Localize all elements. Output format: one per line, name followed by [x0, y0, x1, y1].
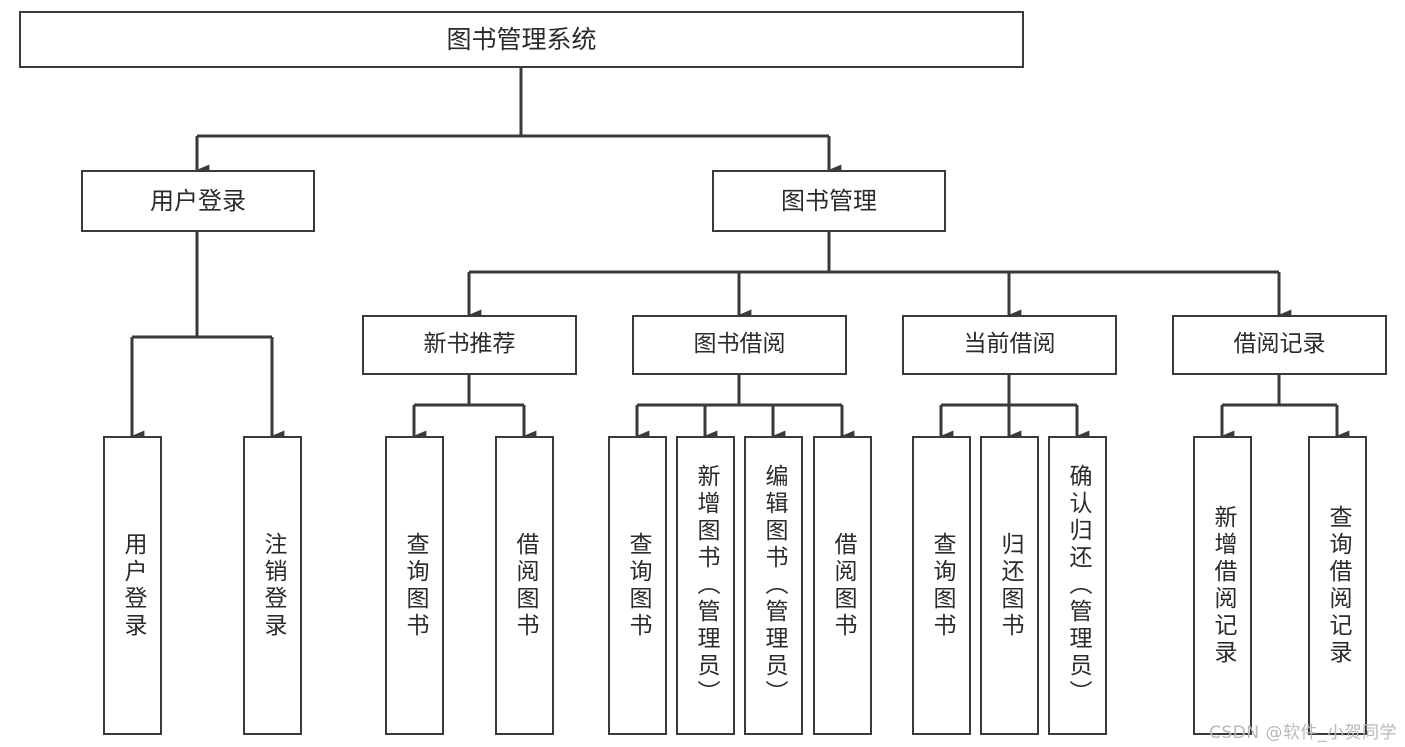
leaf-return-book[interactable]: 归还图书	[980, 436, 1039, 735]
node-borrow-record[interactable]: 借阅记录	[1172, 315, 1387, 375]
leaf-inner: 借阅图书	[497, 438, 552, 733]
node-label: 借阅记录	[1233, 331, 1326, 358]
leaf-label: 确认归还（管理员）	[1065, 464, 1091, 707]
leaf-label: 归还图书	[997, 531, 1023, 640]
node-label: 新书推荐	[423, 331, 516, 358]
leaf-inner: 注销登录	[245, 438, 300, 733]
leaf-query-borrow-record[interactable]: 查询借阅记录	[1308, 436, 1367, 735]
leaf-inner: 用户登录	[105, 438, 160, 733]
leaf-inner: 新增图书（管理员）	[678, 438, 733, 733]
leaf-edit-book-admin[interactable]: 编辑图书（管理员）	[744, 436, 803, 735]
leaf-inner: 新增借阅记录	[1195, 438, 1250, 733]
node-new-book-recommend[interactable]: 新书推荐	[362, 315, 577, 375]
leaf-user-login[interactable]: 用户登录	[103, 436, 162, 735]
leaf-label: 用户登录	[120, 531, 146, 640]
leaf-label: 注销登录	[260, 531, 286, 640]
leaf-add-borrow-record[interactable]: 新增借阅记录	[1193, 436, 1252, 735]
node-label: 用户登录	[150, 186, 246, 215]
leaf-inner: 借阅图书	[815, 438, 870, 733]
leaf-inner: 查询借阅记录	[1310, 438, 1365, 733]
leaf-label: 新增借阅记录	[1210, 504, 1236, 667]
node-label: 图书借阅	[693, 331, 786, 358]
leaf-logout[interactable]: 注销登录	[243, 436, 302, 735]
leaf-borrow-book-newbook[interactable]: 借阅图书	[495, 436, 554, 735]
leaf-label: 查询图书	[625, 531, 651, 640]
leaf-inner: 查询图书	[387, 438, 442, 733]
node-book-management-system[interactable]: 图书管理系统	[19, 11, 1024, 68]
leaf-label: 查询图书	[929, 531, 955, 640]
leaf-label: 借阅图书	[830, 531, 856, 640]
leaf-query-book-borrow[interactable]: 查询图书	[608, 436, 667, 735]
node-book-management[interactable]: 图书管理	[712, 170, 946, 232]
leaf-inner: 查询图书	[610, 438, 665, 733]
leaf-confirm-return-admin[interactable]: 确认归还（管理员）	[1048, 436, 1107, 735]
node-current-borrow[interactable]: 当前借阅	[902, 315, 1117, 375]
leaf-inner: 确认归还（管理员）	[1050, 438, 1105, 733]
leaf-label: 查询借阅记录	[1325, 504, 1351, 667]
node-label: 当前借阅	[963, 331, 1056, 358]
node-label: 图书管理系统	[446, 24, 597, 54]
leaf-inner: 编辑图书（管理员）	[746, 438, 801, 733]
node-label: 图书管理	[781, 186, 877, 215]
leaf-query-book-newbook[interactable]: 查询图书	[385, 436, 444, 735]
leaf-borrow-book[interactable]: 借阅图书	[813, 436, 872, 735]
leaf-inner: 归还图书	[982, 438, 1037, 733]
leaf-add-book-admin[interactable]: 新增图书（管理员）	[676, 436, 735, 735]
leaf-label: 编辑图书（管理员）	[761, 464, 787, 707]
leaf-label: 借阅图书	[512, 531, 538, 640]
leaf-query-book-current[interactable]: 查询图书	[912, 436, 971, 735]
node-book-borrow[interactable]: 图书借阅	[632, 315, 847, 375]
node-user-login[interactable]: 用户登录	[81, 170, 315, 232]
leaf-label: 新增图书（管理员）	[693, 464, 719, 707]
leaf-inner: 查询图书	[914, 438, 969, 733]
leaf-label: 查询图书	[402, 531, 428, 640]
